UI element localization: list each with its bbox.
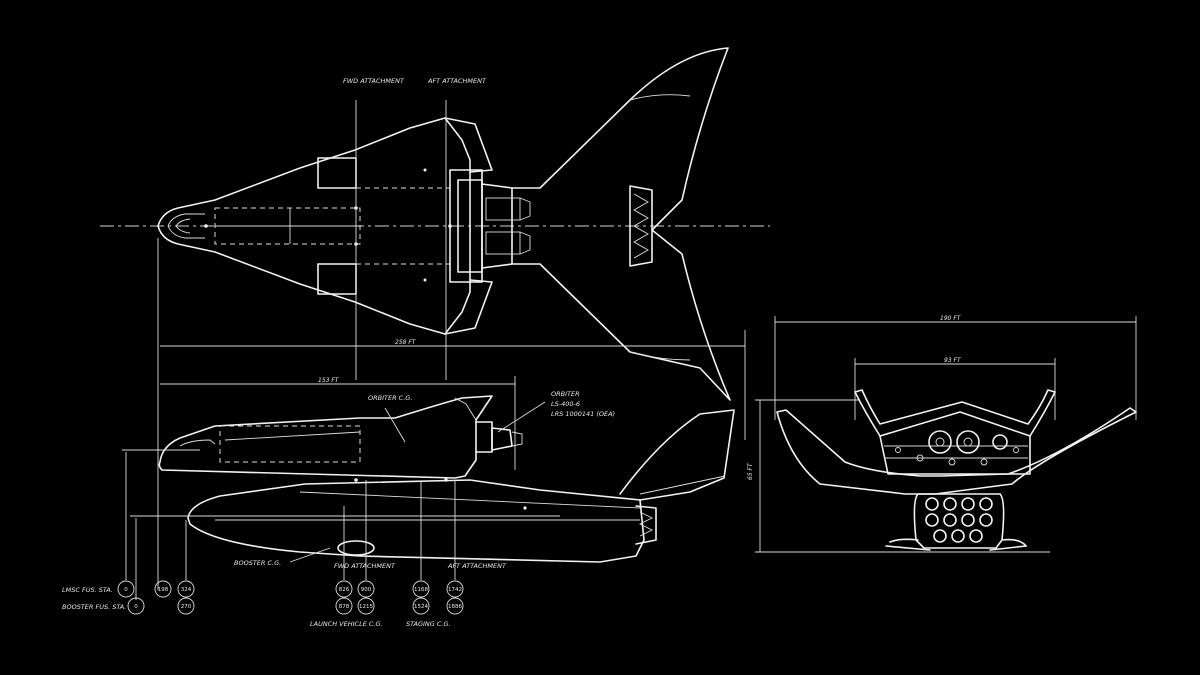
booster-station-1524: 1524	[412, 597, 430, 615]
orbiter-length-label: 153 FT	[318, 377, 340, 384]
side-view: ORBITER C.G. ORBITER LS-400-6 LRS 100014…	[122, 390, 735, 567]
aft-attachment-label: AFT ATTACHMENT	[427, 77, 487, 85]
lmsc-stations-label: LMSC FUS. STA.	[62, 586, 113, 594]
top-view: FWD ATTACHMENT AFT ATTACHMENT	[100, 47, 770, 401]
svg-text:198: 198	[158, 587, 169, 593]
lmsc-station-198: 198	[154, 580, 172, 598]
booster-station-270: 270	[177, 597, 195, 615]
orbiter-cg-label: ORBITER C.G.	[368, 394, 412, 402]
orbiter-lrs-label: LRS 1000141 (OEA)	[551, 410, 615, 418]
svg-text:270: 270	[181, 604, 192, 610]
svg-text:1742: 1742	[448, 587, 462, 593]
lmsc-station-1742: 1742	[446, 580, 464, 598]
svg-text:324: 324	[181, 587, 192, 593]
svg-text:900: 900	[361, 587, 372, 593]
booster-stations-label: BOOSTER FUS. STA.	[62, 603, 126, 611]
booster-station-1886: 1886	[446, 597, 464, 615]
booster-cg-label: BOOSTER C.G.	[234, 559, 281, 567]
svg-text:1886: 1886	[448, 604, 462, 610]
lmsc-station-324: 324	[177, 580, 195, 598]
fwd-attachment-label: FWD ATTACHMENT	[343, 77, 405, 85]
svg-text:1524: 1524	[414, 604, 428, 610]
staging-cg-label: STAGING C.G.	[406, 620, 451, 628]
station-callouts: 0 198 324 826 900 1168 1742 0 270 878 12…	[62, 452, 507, 628]
front-view: 190 FT 93 FT 65 FT	[747, 315, 1137, 553]
svg-text:0: 0	[124, 587, 128, 593]
lmsc-station-1168: 1168	[412, 580, 430, 598]
height-label: 65 FT	[747, 462, 754, 480]
svg-text:1215: 1215	[359, 604, 373, 610]
length-dimensions: 258 FT 153 FT	[157, 238, 746, 590]
lmsc-station-0: 0	[117, 580, 135, 598]
lmsc-station-900: 900	[357, 580, 375, 598]
overall-length-label: 258 FT	[395, 339, 417, 346]
lmsc-station-826: 826	[335, 580, 353, 598]
booster-station-0: 0	[127, 597, 145, 615]
orbiter-span-label: 93 FT	[944, 357, 962, 364]
booster-nozzles	[925, 497, 993, 543]
svg-text:0: 0	[134, 604, 138, 610]
orbiter-model-label: LS-400-6	[551, 400, 580, 408]
span-label: 190 FT	[940, 315, 962, 322]
aft-attachment-low-label: AFT ATTACHMENT	[447, 562, 507, 570]
svg-text:826: 826	[339, 587, 350, 593]
launch-vehicle-cg-label: LAUNCH VEHICLE C.G.	[310, 620, 383, 628]
booster-station-1215: 1215	[357, 597, 375, 615]
svg-text:1168: 1168	[414, 587, 428, 593]
orbiter-id-label: ORBITER	[551, 390, 580, 398]
svg-text:878: 878	[339, 604, 350, 610]
fwd-attachment-low-label: FWD ATTACHMENT	[334, 562, 396, 570]
booster-station-878: 878	[335, 597, 353, 615]
